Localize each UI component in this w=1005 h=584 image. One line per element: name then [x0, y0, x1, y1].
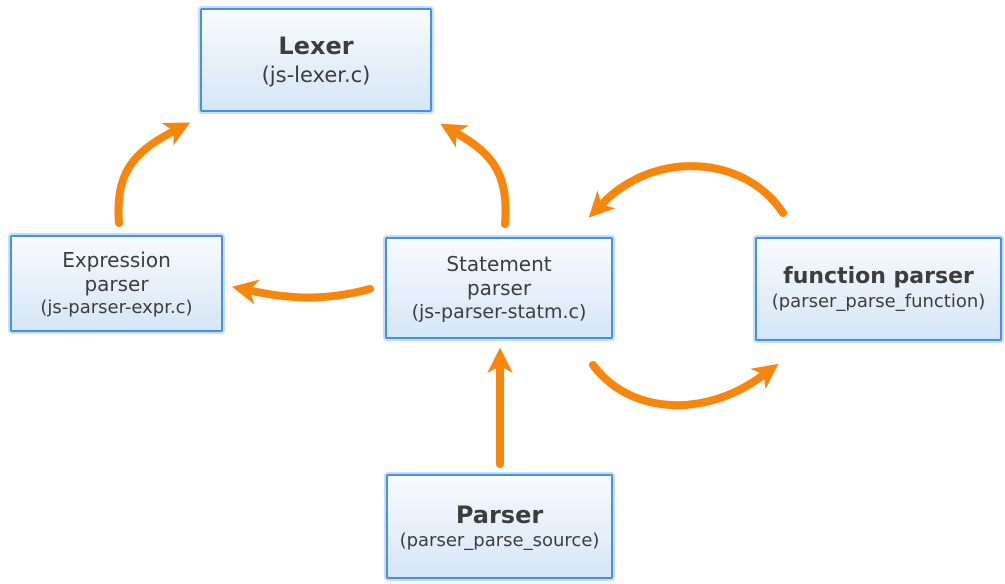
node-function-parser: function parser (parser_parse_function)	[755, 237, 1002, 341]
node-statement-parser-subtitle: (js-parser-statm.c)	[411, 300, 587, 323]
node-expression-parser-title: Expression parser	[62, 247, 171, 297]
arrow-statement-parser-to-expression-parser	[231, 279, 374, 305]
node-parser: Parser (parser_parse_source)	[386, 474, 613, 579]
arrow-statement-parser-to-function-parser	[589, 361, 779, 410]
node-expression-parser: Expression parser (js-parser-expr.c)	[10, 235, 223, 332]
node-statement-parser-title: Statement parser	[446, 251, 552, 301]
node-parser-title: Parser	[455, 500, 544, 529]
node-function-parser-title: function parser	[783, 264, 974, 290]
arrow-expression-parser-to-lexer	[114, 122, 191, 227]
node-expression-parser-subtitle: (js-parser-expr.c)	[40, 296, 193, 318]
arrow-function-parser-to-statement-parser	[588, 162, 787, 218]
node-function-parser-subtitle: (parser_parse_function)	[771, 291, 986, 313]
node-lexer: Lexer (js-lexer.c)	[200, 8, 432, 112]
node-parser-subtitle: (parser_parse_source)	[399, 529, 600, 551]
node-statement-parser: Statement parser (js-parser-statm.c)	[385, 237, 613, 339]
node-lexer-title: Lexer	[278, 32, 354, 61]
node-lexer-subtitle: (js-lexer.c)	[261, 62, 371, 87]
arrow-statement-parser-to-lexer	[440, 123, 510, 228]
